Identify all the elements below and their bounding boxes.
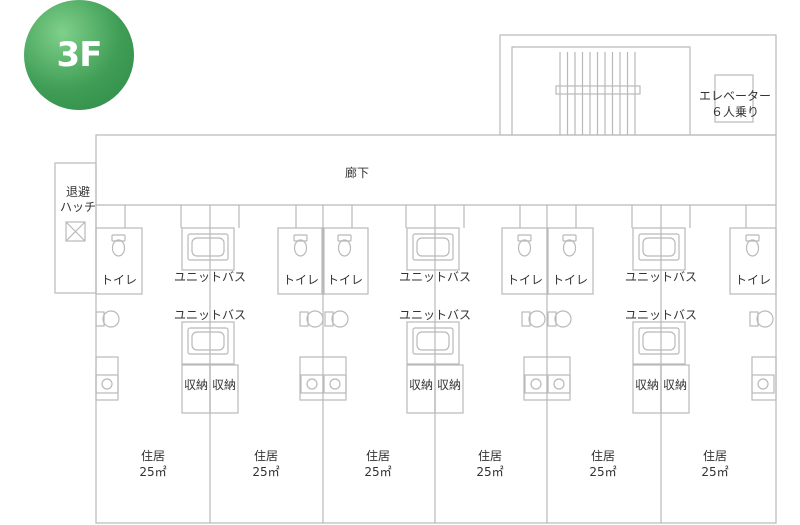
stair-rail <box>511 46 691 135</box>
toilet-icon <box>293 234 308 257</box>
unit-bath-room <box>632 227 686 271</box>
storage-closet <box>660 364 690 414</box>
meter-icon <box>530 378 542 390</box>
storage-label: 収納 <box>662 378 688 392</box>
residence-label: 住居 <box>702 449 728 463</box>
unit-fixtures <box>95 205 777 523</box>
unit-bath-room <box>632 321 686 365</box>
unit-bath-label: ユニットバス <box>624 270 698 284</box>
toilet-icon <box>745 234 760 257</box>
residence-area: 25㎡ <box>476 465 504 479</box>
toilet-room <box>321 227 369 295</box>
unit-bath-room <box>181 227 235 271</box>
toilet-room <box>95 227 143 295</box>
hatch-label-line2: ハッチ <box>59 200 97 214</box>
bathtub-icon <box>638 233 680 261</box>
entry-closet <box>299 356 347 401</box>
toilet-label: トイレ <box>506 273 544 287</box>
residence-label: 住居 <box>590 449 616 463</box>
elevator-label-line2: ６人乗り <box>710 105 760 119</box>
bathtub-icon <box>187 233 229 261</box>
elevator-shaft <box>714 74 754 123</box>
meter-box <box>751 374 775 394</box>
residence-area: 25㎡ <box>589 465 617 479</box>
outer-walls <box>54 34 777 524</box>
meter-box <box>547 374 571 394</box>
toilet-label: トイレ <box>734 273 772 287</box>
entry-closet <box>523 356 571 401</box>
storage-closet <box>209 364 239 414</box>
toilet-label: トイレ <box>100 273 138 287</box>
toilet-label: トイレ <box>282 273 320 287</box>
storage-label: 収納 <box>634 378 660 392</box>
floor-badge: 3F <box>24 0 134 110</box>
meter-box <box>323 374 347 394</box>
residence-area: 25㎡ <box>364 465 392 479</box>
meter-icon <box>553 378 565 390</box>
residence-area: 25㎡ <box>139 465 167 479</box>
unit-bath-room <box>406 227 460 271</box>
unit-bath-label: ユニットバス <box>398 270 472 284</box>
entry-closet <box>95 356 119 401</box>
toilet-room <box>501 227 549 295</box>
entry-closet <box>751 356 777 401</box>
stair-elevator-core <box>499 34 777 136</box>
storage-label: 収納 <box>183 378 209 392</box>
storage-label: 収納 <box>436 378 462 392</box>
elevator-car <box>714 74 754 123</box>
meter-icon <box>306 378 318 390</box>
meter-icon <box>329 378 341 390</box>
washbasin-icon <box>547 310 572 328</box>
washbasin-icon <box>521 310 546 328</box>
toilet-icon <box>337 234 352 257</box>
residence-label: 住居 <box>365 449 391 463</box>
toilet-room <box>277 227 325 295</box>
bathtub-icon <box>412 233 454 261</box>
hatch-icon <box>65 221 86 242</box>
storage-label: 収納 <box>408 378 434 392</box>
washbasin-icon <box>299 310 324 328</box>
elevator-label-line1: エレベーター <box>698 89 772 103</box>
corridor-label: 廊下 <box>344 166 370 180</box>
evacuation-hatch-area <box>54 162 97 294</box>
storage-label: 収納 <box>211 378 237 392</box>
unit-bath-label: ユニットバス <box>173 308 247 322</box>
toilet-icon <box>562 234 577 257</box>
washbasin-icon <box>324 310 349 328</box>
toilet-room <box>546 227 594 295</box>
unit-bath-room <box>181 321 235 365</box>
washbasin-icon <box>95 310 120 328</box>
washbasin-icon <box>749 310 774 328</box>
meter-icon <box>101 378 113 390</box>
residence-area: 25㎡ <box>252 465 280 479</box>
residence-label: 住居 <box>253 449 279 463</box>
staircase <box>511 46 691 135</box>
residence-label: 住居 <box>140 449 166 463</box>
storage-closet <box>434 364 464 414</box>
unit-bath-label: ユニットバス <box>624 308 698 322</box>
stair-steps <box>559 52 636 135</box>
toilet-room <box>729 227 777 295</box>
residence-label: 住居 <box>477 449 503 463</box>
meter-box <box>524 374 548 394</box>
toilet-label: トイレ <box>551 273 589 287</box>
toilet-label: トイレ <box>326 273 364 287</box>
meter-box <box>95 374 119 394</box>
unit-bath-room <box>406 321 460 365</box>
bathtub-icon <box>638 327 680 355</box>
main-building-outline <box>95 134 777 524</box>
meter-box <box>300 374 324 394</box>
bathtub-icon <box>187 327 229 355</box>
unit-bath-label: ユニットバス <box>398 308 472 322</box>
unit-bath-label: ユニットバス <box>173 270 247 284</box>
bathtub-icon <box>412 327 454 355</box>
residence-area: 25㎡ <box>701 465 729 479</box>
hatch-label-line1: 退避 <box>65 185 91 199</box>
toilet-icon <box>517 234 532 257</box>
meter-icon <box>757 378 769 390</box>
toilet-icon <box>111 234 126 257</box>
